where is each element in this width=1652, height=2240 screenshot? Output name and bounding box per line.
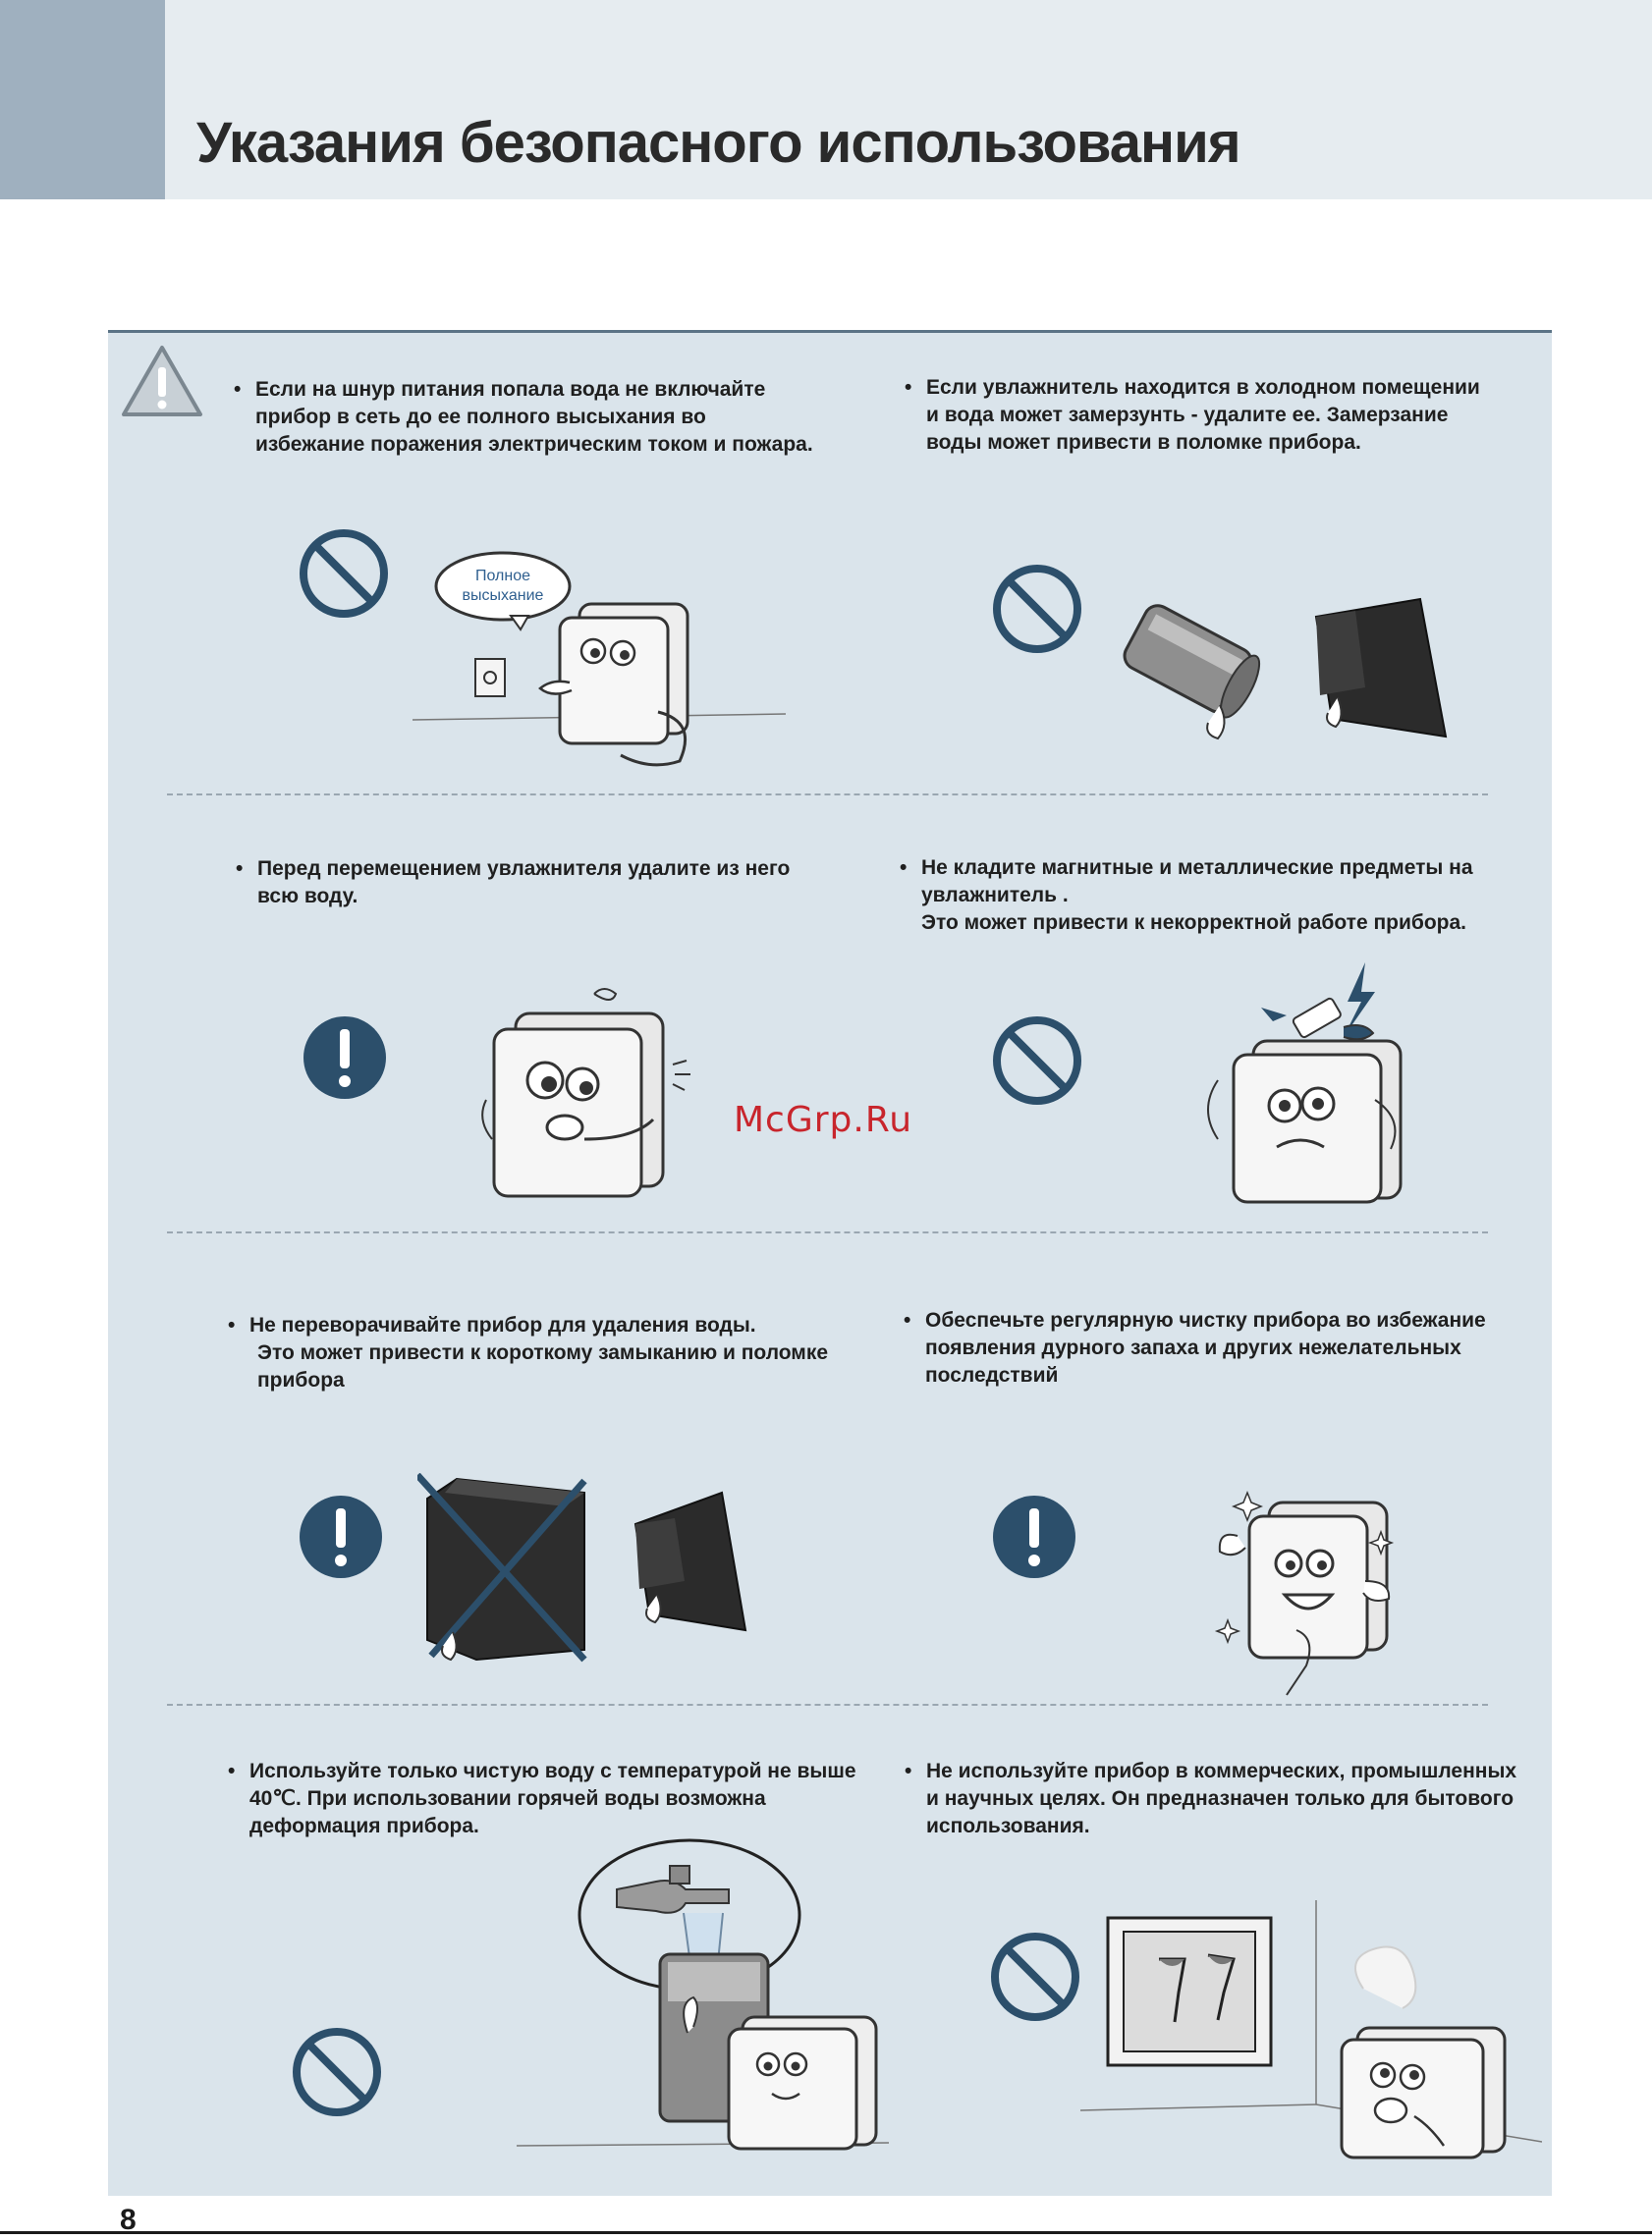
- exclamation-icon: [300, 1496, 382, 1578]
- instruction-text: • Используйте только чистую воду с темпе…: [228, 1760, 856, 1837]
- moving-humidifier-illustration: [481, 988, 690, 1198]
- instruction-text: • Не кладите магнитные и металлические п…: [900, 856, 1473, 934]
- prohibition-icon: [991, 1933, 1079, 2021]
- section-divider: [167, 793, 1488, 795]
- panel-top-rule: [108, 330, 1552, 333]
- section-divider: [167, 1704, 1488, 1706]
- instruction-text: • Если увлажнитель находится в холодном …: [905, 376, 1480, 454]
- header-accent-block: [0, 0, 165, 199]
- instruction-text: • Перед перемещением увлажнителя удалите…: [236, 857, 791, 907]
- instruction-text: • Не переворачивайте прибор для удаления…: [228, 1314, 829, 1392]
- magnet-humidifier-illustration: [1207, 962, 1403, 1204]
- humidifier-drying-illustration: Полное высыхание: [413, 551, 787, 767]
- household-use-illustration: [1080, 1900, 1542, 2159]
- speech-bubble-line: Полное: [475, 568, 530, 584]
- warning-triangle-icon: [122, 346, 202, 416]
- instruction-text: • Не используйте прибор в коммерческих, …: [905, 1760, 1517, 1837]
- prohibition-icon: [993, 565, 1081, 653]
- speech-bubble-line: высыхание: [463, 587, 544, 604]
- prohibition-icon: [293, 2028, 381, 2116]
- header-band: [165, 0, 1652, 199]
- page-number: 8: [120, 2204, 137, 2236]
- page-title: Указания безопасного использования: [196, 111, 1241, 175]
- prohibition-icon: [993, 1016, 1081, 1105]
- tap-water-illustration: [516, 1838, 890, 2151]
- instruction-text: • Обеспечьте регулярную чистку прибора в…: [904, 1309, 1486, 1387]
- watermark: McGrp.Ru: [734, 1100, 913, 1140]
- section-divider: [167, 1231, 1488, 1233]
- cleaning-humidifier-illustration: [1214, 1490, 1395, 1696]
- exclamation-icon: [303, 1016, 386, 1099]
- flip-device-illustration: [417, 1473, 747, 1663]
- page-bottom-rule: [0, 2231, 1652, 2234]
- prohibition-icon: [300, 529, 388, 618]
- instruction-text: • Если на шнур питания попала вода не вк…: [234, 378, 813, 456]
- safety-panel: [108, 330, 1552, 2196]
- exclamation-icon: [993, 1496, 1075, 1578]
- cold-room-illustration: [1123, 597, 1448, 740]
